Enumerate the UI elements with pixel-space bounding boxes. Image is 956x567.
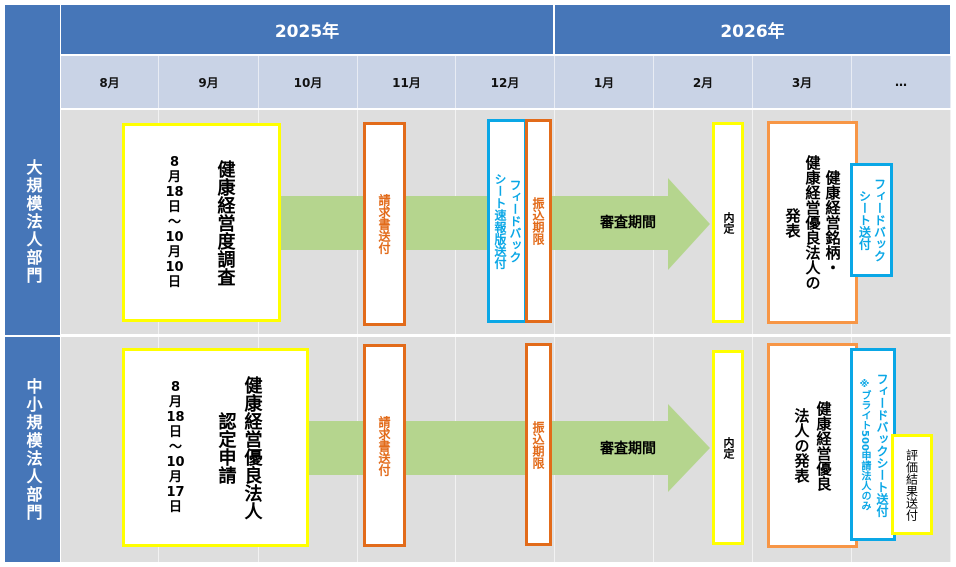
announce-box: 健康経営優良 法人の発表 — [767, 343, 858, 548]
survey-box: 健康経営優良法人 認定申請 8 月 18 日 ～ 10 月 17 日 — [122, 348, 309, 547]
feedback-box: フィードバック シート送付 — [850, 163, 893, 277]
announce-box: 健康経営銘柄・ 健康経営優良法人の 発表 — [767, 121, 858, 324]
row-label-sme: 中小規模法人部門 — [5, 337, 60, 562]
year-header-2026: 2026年 — [555, 5, 950, 54]
feedback-prelim-box: フィードバック シート速報版送付 — [487, 119, 527, 323]
arrow-band — [280, 196, 672, 250]
feedback-box: フィードバックシート送付 ※ブライト500申請法人のみ — [850, 348, 896, 541]
survey-box: 健康経営度調査 8 月 18 日 ～ 10 月 10 日 — [122, 123, 281, 322]
invoice-box: 請求書送付 — [363, 122, 406, 326]
month-header: 10月 — [259, 56, 358, 108]
feedback-label: フィードバックシート送付 — [875, 372, 889, 517]
feedback-note: ※ブライト500申請法人のみ — [859, 378, 870, 511]
arrow-head — [668, 178, 710, 270]
survey-period: 8 月 18 日 ～ 10 月 10 日 — [165, 155, 184, 290]
survey-period: 8 月 18 日 ～ 10 月 17 日 — [166, 380, 185, 515]
month-header: 1月 — [555, 56, 654, 108]
naitei-box: 内定 — [712, 122, 744, 323]
naitei-box: 内定 — [712, 350, 744, 545]
invoice-box: 請求書送付 — [363, 344, 406, 547]
month-header: 12月 — [456, 56, 555, 108]
month-header: 3月 — [753, 56, 852, 108]
arrow-head — [668, 404, 710, 492]
row-label-large: 大規模法人部門 — [5, 110, 60, 334]
month-header: 9月 — [159, 56, 259, 108]
month-header: … — [852, 56, 951, 108]
month-header: 2月 — [654, 56, 753, 108]
review-period-label: 審査期間 — [600, 441, 656, 457]
month-header: 11月 — [358, 56, 456, 108]
review-period-label: 審査期間 — [600, 215, 656, 231]
year-header-2025: 2025年 — [61, 5, 553, 54]
survey-title: 健康経営度調査 — [214, 159, 236, 286]
result-box: 評価結果送付 — [891, 434, 933, 535]
survey-title: 健康経営優良法人 認定申請 — [215, 375, 263, 520]
month-header: 8月 — [61, 56, 159, 108]
payment-deadline-box: 振込期限 — [525, 343, 552, 546]
payment-deadline-box: 振込期限 — [525, 119, 552, 323]
